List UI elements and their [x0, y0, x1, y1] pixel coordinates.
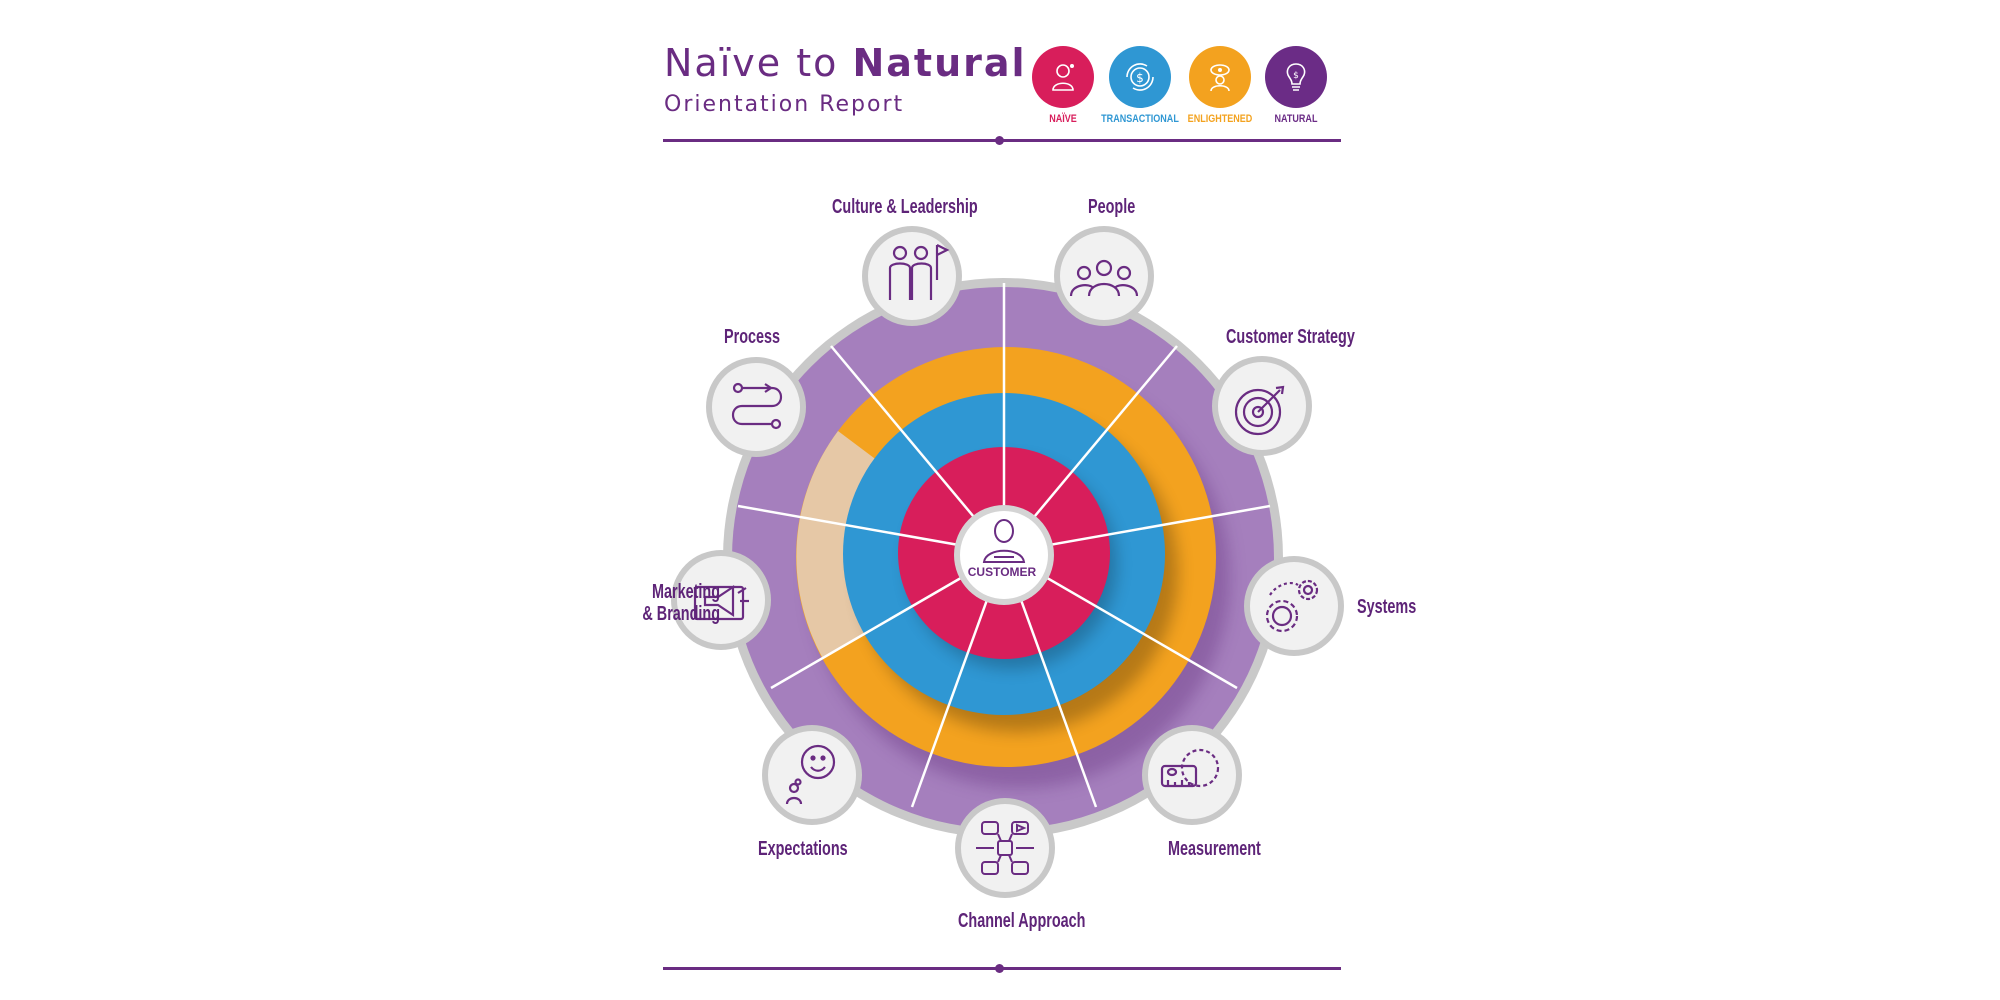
- tape-measure-icon: [1160, 748, 1220, 788]
- category-label-people: People: [1088, 196, 1136, 218]
- megaphone-icon: [693, 584, 749, 621]
- svg-text:$: $: [1136, 71, 1144, 85]
- dollar-cycle-icon: $: [1109, 46, 1171, 108]
- legend-natural: $ NATURAL: [1246, 46, 1346, 125]
- lightbulb-icon: $: [1265, 46, 1327, 108]
- badge-culture-leadership: [862, 226, 962, 326]
- category-label-customer-strategy: Customer Strategy: [1226, 326, 1355, 348]
- badge-people: [1054, 226, 1154, 326]
- gears-icon: [1265, 579, 1319, 633]
- category-label-line: Marketing: [651, 581, 720, 603]
- customer-label: CUSTOMER: [967, 565, 1037, 579]
- target-icon: [1234, 385, 1285, 436]
- category-label-process: Process: [724, 326, 781, 348]
- legend-transactional: $ TRANSACTIONAL: [1090, 46, 1190, 125]
- badge-expectations: [762, 725, 862, 825]
- smiley-thought-icon: [785, 744, 836, 805]
- team-flag-icon: [888, 244, 950, 300]
- report-subtitle: Orientation Report: [664, 92, 905, 117]
- badge-customer-strategy: [1212, 356, 1312, 456]
- top-divider: [663, 136, 1341, 145]
- legend-label: TRANSACTIONAL: [1101, 113, 1179, 125]
- badge-channel-approach: [955, 798, 1055, 898]
- badge-marketing-branding: [671, 550, 771, 650]
- category-label-measurement: Measurement: [1168, 838, 1261, 860]
- customer-hub: [960, 511, 1048, 599]
- category-label-marketing-branding: Marketing & Branding: [605, 581, 720, 625]
- category-label-systems: Systems: [1357, 596, 1417, 618]
- legend-label: NATURAL: [1274, 113, 1318, 125]
- category-label-line: & Branding: [642, 603, 720, 625]
- category-label-channel-approach: Channel Approach: [958, 910, 1086, 932]
- legend-enlightened: ENLIGHTENED: [1170, 46, 1270, 125]
- divider-dot: [995, 136, 1004, 145]
- legend-naive: NAÏVE: [1013, 46, 1113, 125]
- legend-label: NAÏVE: [1049, 113, 1077, 125]
- customer-icon: [982, 519, 1026, 563]
- badge-measurement: [1142, 725, 1242, 825]
- bottom-divider: [663, 964, 1341, 973]
- svg-text:$: $: [1293, 71, 1299, 81]
- badge-systems: [1244, 556, 1344, 656]
- badge-process: [706, 357, 806, 457]
- channels-icon: [976, 821, 1034, 875]
- category-label-culture-leadership: Culture & Leadership: [832, 196, 978, 218]
- enlightened-person-icon: [1189, 46, 1251, 108]
- report-header: Naïve to Natural Orientation Report: [664, 44, 1027, 117]
- category-label-expectations: Expectations: [758, 838, 848, 860]
- legend-label: ENLIGHTENED: [1187, 113, 1253, 125]
- report-title: Naïve to Natural: [664, 41, 1027, 85]
- process-path-icon: [731, 382, 783, 430]
- person-thinking-icon: [1032, 46, 1094, 108]
- people-group-icon: [1069, 259, 1139, 297]
- divider-dot: [995, 964, 1004, 973]
